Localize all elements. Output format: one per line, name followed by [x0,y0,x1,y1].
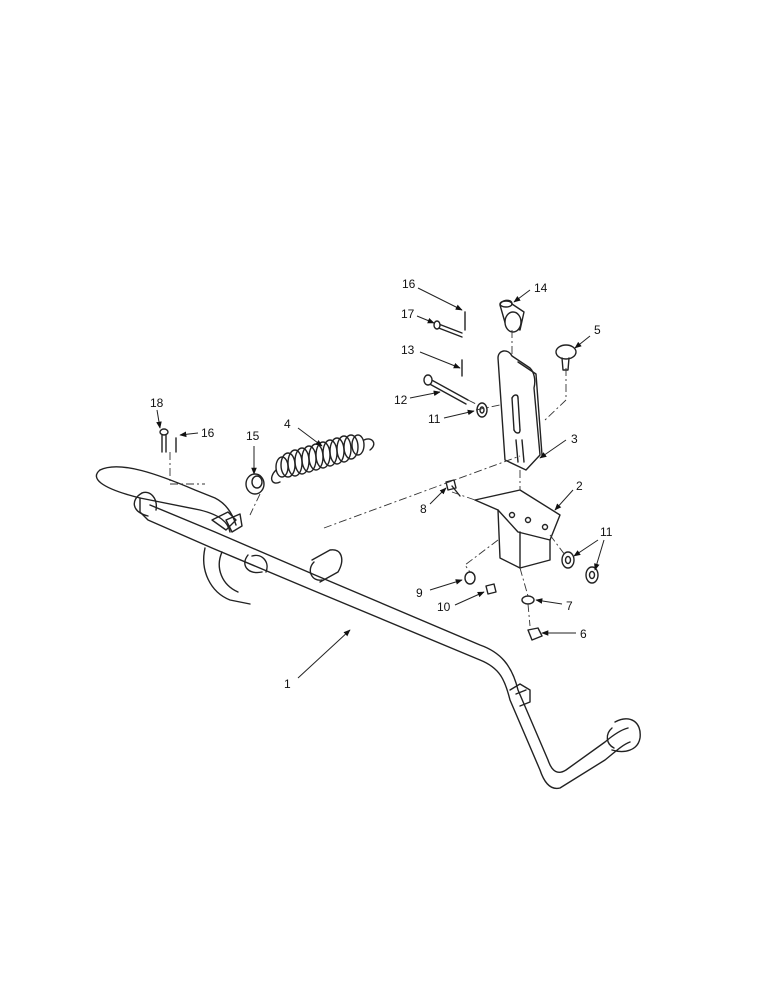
callout-5: 5 [594,323,601,337]
callout-10: 10 [437,600,451,614]
part-14-bushing [499,299,525,333]
assembly-lines [169,330,567,627]
part-2-bracket [474,489,561,569]
callout-13: 13 [401,343,415,357]
parts-hardware [245,402,599,641]
callout-8: 8 [420,502,427,516]
callout-11-lower: 11 [600,525,613,539]
part-3-pedal-arm [497,350,543,471]
part-1-shaft-tube [95,466,641,790]
callout-4: 4 [284,417,291,431]
callout-15: 15 [246,429,260,443]
callout-2: 2 [576,479,583,493]
callout-labels: 1 2 3 4 5 6 7 8 9 10 11 11 12 13 14 15 1… [150,277,613,691]
leader-lines [156,287,605,679]
callout-12: 12 [394,393,408,407]
callout-17: 17 [401,307,415,321]
callout-11-upper: 11 [428,412,441,426]
callout-6: 6 [580,627,587,641]
callout-1: 1 [284,677,291,691]
callout-9: 9 [416,586,423,600]
callout-14: 14 [534,281,548,295]
callout-18: 18 [150,396,164,410]
callout-3: 3 [571,432,578,446]
callout-16-left: 16 [201,426,215,440]
callout-7: 7 [566,599,573,613]
parts-pins [159,311,469,453]
callout-16-upper: 16 [402,277,416,291]
part-4-spring [270,434,375,484]
part-5-bolt [555,344,577,371]
